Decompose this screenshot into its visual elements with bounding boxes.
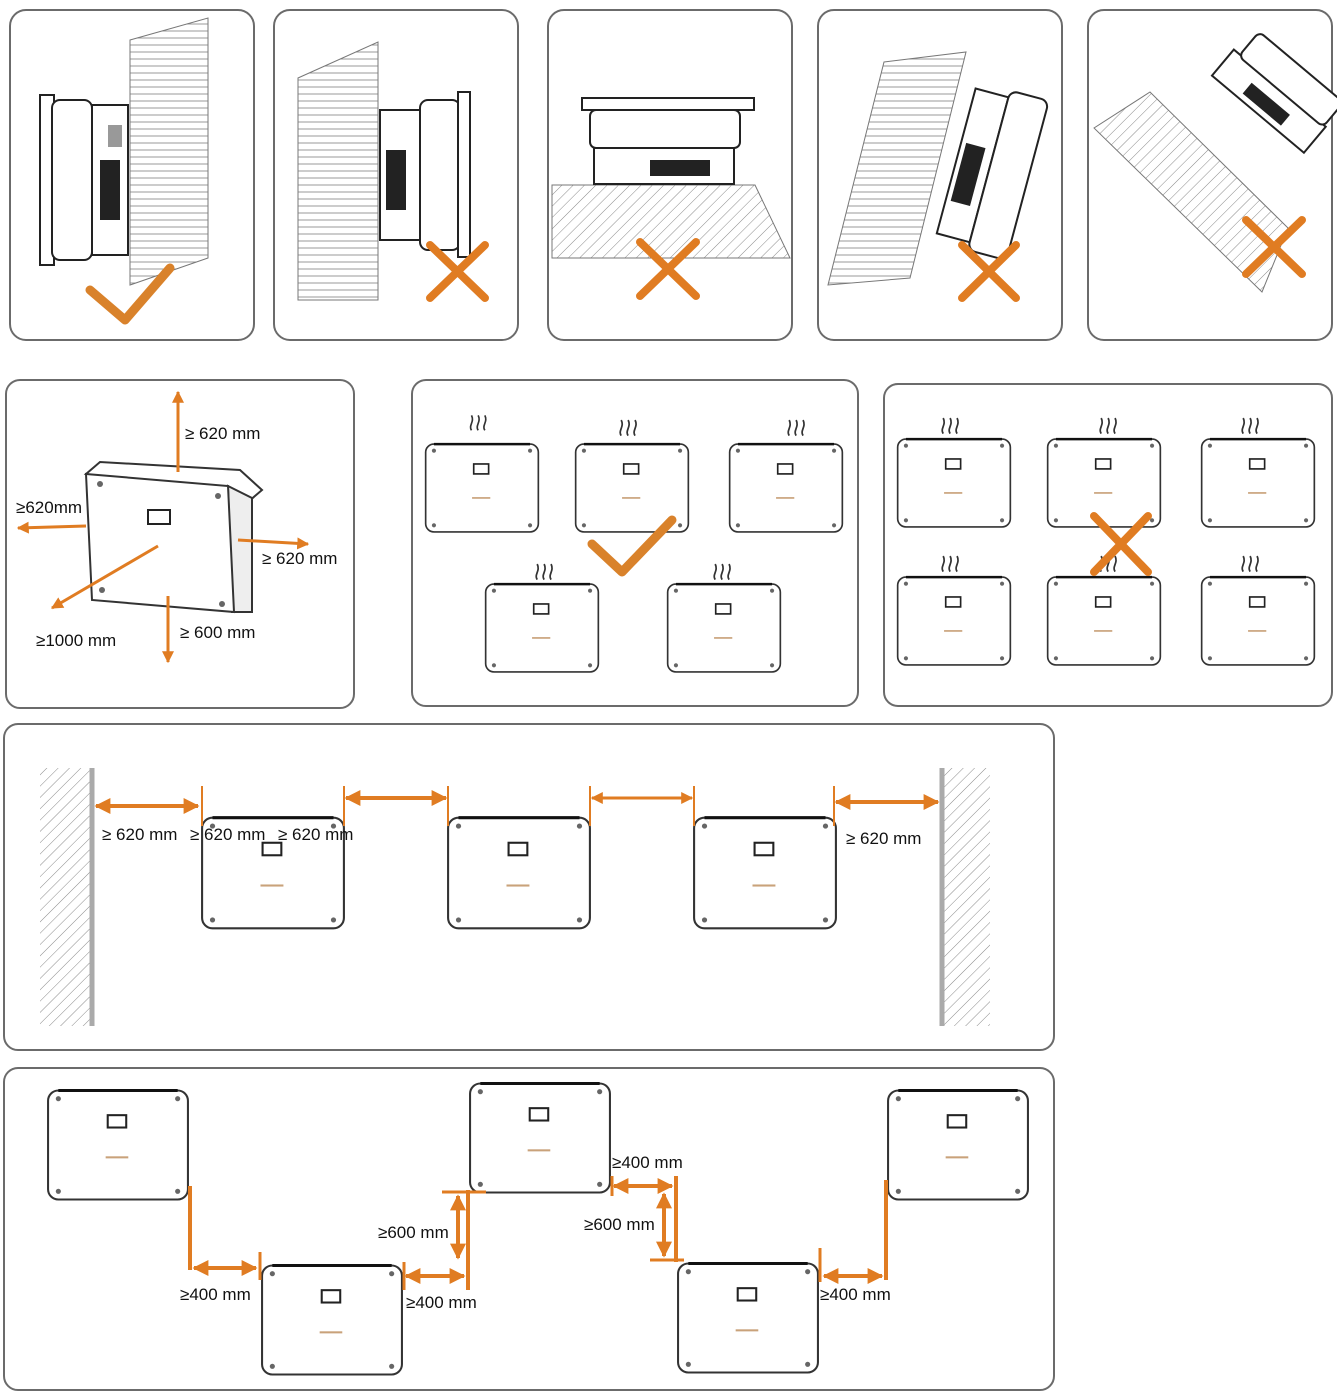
inverter-unit-icon xyxy=(484,582,600,674)
gap-label: ≥400 mm xyxy=(820,1285,891,1304)
gap-label: ≥400 mm xyxy=(612,1153,683,1172)
right-wall xyxy=(942,768,990,1026)
orientation-panel-forward-tilt xyxy=(273,9,519,341)
check-mark-icon xyxy=(587,515,677,577)
gap-label: ≥600 mm xyxy=(378,1223,449,1242)
cross-mark-icon xyxy=(958,241,1020,302)
left-wall xyxy=(40,768,92,1026)
arrangement-panel-stacked xyxy=(883,383,1333,707)
inverter-unit-icon xyxy=(896,575,1012,667)
inverter-side-view xyxy=(935,87,1049,260)
gap-label: ≥400 mm xyxy=(180,1285,251,1304)
inverter-unit-icon xyxy=(666,582,782,674)
clearance-left-label: ≥620mm xyxy=(16,498,82,517)
inverter-unit-icon xyxy=(896,437,1012,529)
inverter-top-view xyxy=(581,97,755,185)
gap-label: ≥ 620 mm xyxy=(102,825,177,844)
gap-label: ≥600 mm xyxy=(584,1215,655,1234)
clearance-bottom-label: ≥ 600 mm xyxy=(180,623,255,642)
clearance-arrow-right xyxy=(237,537,310,550)
orientation-row xyxy=(9,9,1337,341)
gap-label: ≥ 620 mm xyxy=(190,825,265,844)
inverter-unit-icon xyxy=(260,1263,404,1377)
cross-mark-icon xyxy=(636,238,700,300)
gap-label: ≥ 620 mm xyxy=(846,829,921,848)
cross-mark-icon xyxy=(1090,512,1152,576)
orientation-panel-vertical xyxy=(9,9,255,341)
inverter-side-view xyxy=(379,91,471,258)
clearance-panel: ≥ 620 mm ≥620mm ≥ 620 mm ≥1000 mm ≥ 600 … xyxy=(5,379,355,709)
clearance-right-label: ≥ 620 mm xyxy=(262,549,337,568)
inverter-unit-icon xyxy=(424,442,540,534)
side-by-side-panel: ≥ 620 mm ≥ 620 mm ≥ 620 mm ≥ 620 mm xyxy=(3,723,1055,1051)
gap-label: ≥400 mm xyxy=(406,1293,477,1312)
clearance-arrow-left xyxy=(16,521,87,534)
orientation-panel-horizontal xyxy=(547,9,793,341)
clearance-front-label: ≥1000 mm xyxy=(36,631,116,650)
orientation-panel-backward-tilt xyxy=(817,9,1063,341)
inverter-unit-icon xyxy=(728,442,844,534)
check-mark-icon xyxy=(85,263,175,325)
inverter-unit-icon xyxy=(692,816,838,930)
cross-mark-icon xyxy=(1242,216,1306,278)
inverter-side-view xyxy=(1210,33,1337,155)
inverter-unit-icon xyxy=(1200,437,1316,529)
orientation-panel-steep-tilt xyxy=(1087,9,1337,341)
inverter-3d-view xyxy=(83,460,264,614)
clearance-top-label: ≥ 620 mm xyxy=(185,424,260,443)
staggered-panel: ≥400 mm ≥600 mm ≥400 mm ≥400 mm ≥600 mm … xyxy=(3,1067,1055,1391)
inverter-unit-icon xyxy=(886,1088,1030,1202)
inverter-unit-icon xyxy=(1046,437,1162,529)
inverter-unit-icon xyxy=(1046,575,1162,667)
clearance-arrow-front xyxy=(50,544,159,610)
arrangement-panel-staggered xyxy=(411,379,859,707)
cross-mark-icon xyxy=(426,241,489,302)
inverter-unit-icon xyxy=(1200,575,1316,667)
inverter-unit-icon xyxy=(446,816,592,930)
gap-label: ≥ 620 mm xyxy=(278,825,353,844)
inverter-unit-icon xyxy=(46,1088,190,1202)
inverter-unit-icon xyxy=(468,1081,612,1195)
inverter-unit-icon xyxy=(676,1261,820,1375)
inverter-side-view xyxy=(39,94,129,266)
